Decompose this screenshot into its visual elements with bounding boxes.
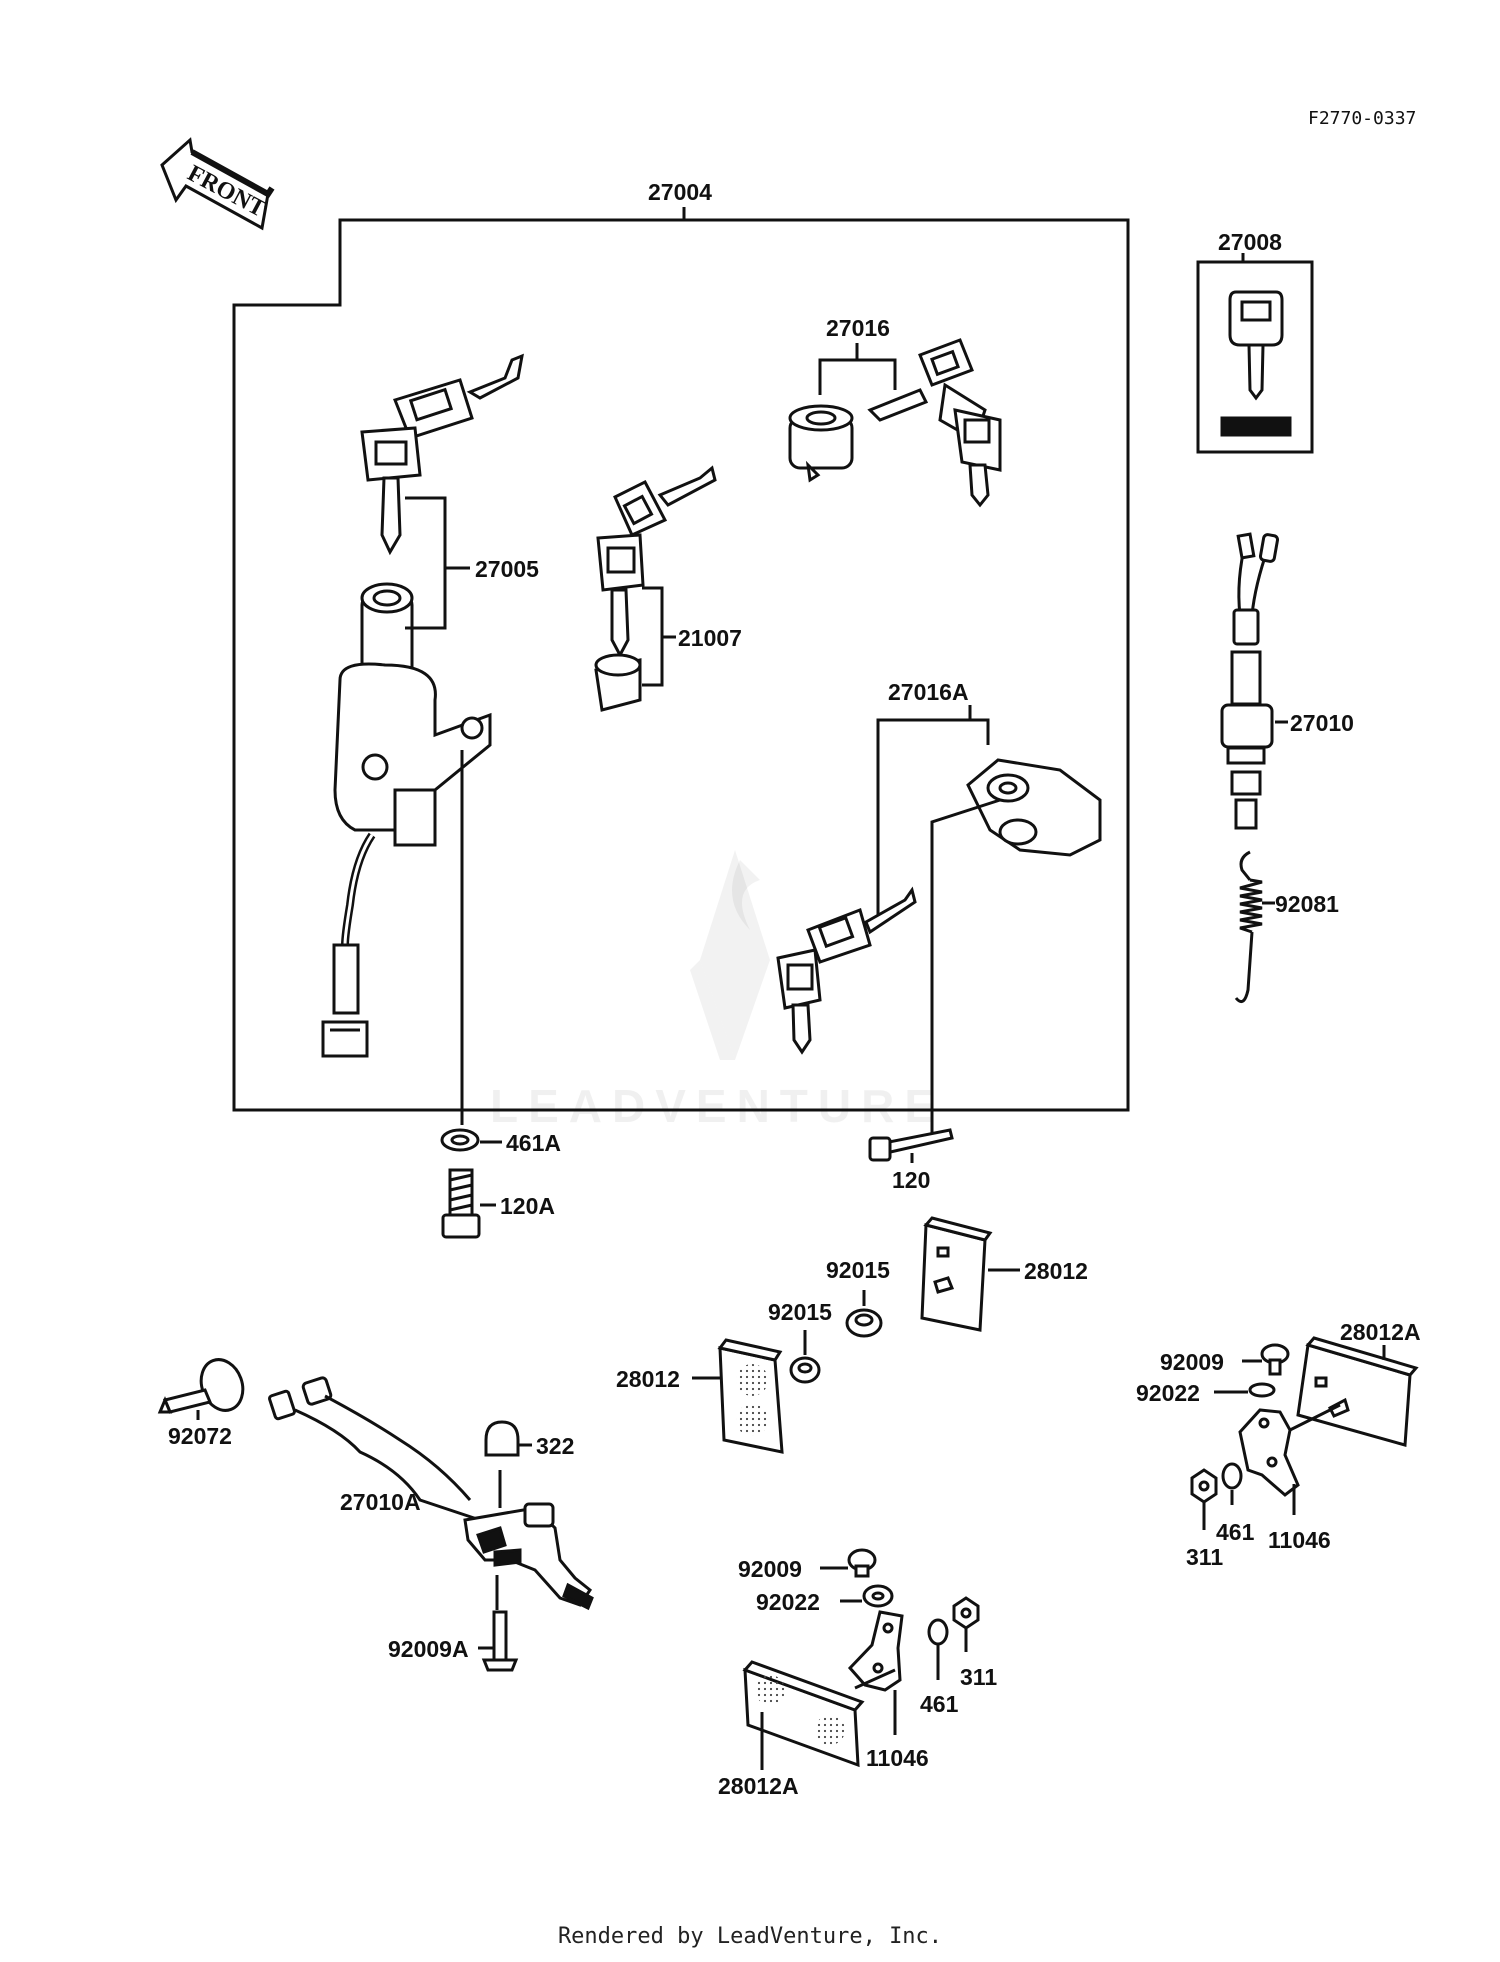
switch-27010-icon bbox=[1220, 532, 1280, 830]
label-311-bottom: 311 bbox=[960, 1664, 997, 1690]
label-27008: 27008 bbox=[1218, 229, 1282, 255]
ignition-switch-icon bbox=[321, 582, 492, 1058]
reflector-28012-lower-icon bbox=[717, 1338, 784, 1454]
bracket-11046-bottom-icon bbox=[847, 1610, 904, 1692]
label-92009-right: 92009 bbox=[1160, 1349, 1224, 1375]
reflector-28012-upper-icon bbox=[920, 1216, 993, 1332]
label-322: 322 bbox=[536, 1433, 574, 1459]
screw-92009A-icon bbox=[481, 1610, 519, 1672]
watermark-logo bbox=[690, 850, 770, 1060]
diagram-code: F2770-0337 bbox=[1308, 108, 1416, 129]
screw-92009-right-icon bbox=[1260, 1343, 1290, 1376]
washer-92022-bottom-icon bbox=[862, 1584, 894, 1608]
front-arrow-icon: FRONT bbox=[160, 137, 275, 231]
label-11046-right: 11046 bbox=[1268, 1527, 1331, 1553]
label-27010: 27010 bbox=[1290, 710, 1354, 736]
label-21007: 21007 bbox=[678, 625, 742, 651]
watermark-text: LEADVENTURE bbox=[490, 1080, 945, 1132]
label-461-right: 461 bbox=[1216, 1519, 1255, 1545]
label-311-right: 311 bbox=[1186, 1544, 1223, 1570]
assembly-27004-boundary bbox=[232, 218, 1130, 1112]
nut-92015-upper-icon bbox=[845, 1308, 883, 1338]
label-92009A: 92009A bbox=[388, 1636, 469, 1662]
label-27010A: 27010A bbox=[340, 1489, 421, 1515]
washer-461-right-icon bbox=[1221, 1462, 1243, 1490]
washer-92022-right-icon bbox=[1248, 1382, 1276, 1398]
label-92009-bottom: 92009 bbox=[738, 1556, 802, 1582]
washer-461-bottom-icon bbox=[927, 1618, 949, 1646]
label-120: 120 bbox=[892, 1167, 930, 1193]
switch-27010A-icon bbox=[268, 1376, 594, 1611]
label-92022-right: 92022 bbox=[1136, 1380, 1200, 1406]
label-92022-bottom: 92022 bbox=[756, 1589, 820, 1615]
lock-27016-icon bbox=[788, 338, 1002, 508]
lock-27016A-icon bbox=[776, 758, 1102, 1055]
cap-322-icon bbox=[484, 1420, 520, 1457]
label-11046-bottom: 11046 bbox=[866, 1745, 929, 1771]
nut-311-bottom-icon bbox=[952, 1596, 980, 1630]
spring-92081-icon bbox=[1234, 850, 1263, 1004]
label-28012A-bottom: 28012A bbox=[718, 1773, 799, 1799]
key-set-21007-icon bbox=[594, 465, 717, 712]
reflector-28012A-bottom-icon bbox=[742, 1660, 865, 1768]
reflector-28012A-right-icon bbox=[1296, 1336, 1419, 1447]
bracket-11046-right-icon bbox=[1238, 1408, 1300, 1497]
nut-92015-lower-icon bbox=[789, 1356, 821, 1384]
screw-120-icon bbox=[868, 1128, 954, 1162]
footer-credit: Rendered by LeadVenture, Inc. bbox=[557, 1924, 943, 1949]
screw-92009-bottom-icon bbox=[847, 1548, 877, 1578]
washer-461A-icon bbox=[440, 1128, 480, 1152]
label-27016: 27016 bbox=[826, 315, 890, 341]
label-28012A-right: 28012A bbox=[1340, 1319, 1421, 1345]
label-28012-lower: 28012 bbox=[616, 1366, 680, 1392]
ignition-key-pair-icon bbox=[360, 353, 524, 556]
label-92081: 92081 bbox=[1275, 891, 1339, 917]
label-92072: 92072 bbox=[168, 1423, 232, 1449]
label-27004: 27004 bbox=[648, 179, 712, 205]
label-28012-upper: 28012 bbox=[1024, 1258, 1088, 1284]
label-92015-upper: 92015 bbox=[826, 1257, 890, 1283]
cable-tie-92072-icon bbox=[157, 1358, 245, 1414]
key-27008-box bbox=[1196, 260, 1314, 454]
blank-key-27008-icon bbox=[1220, 290, 1292, 437]
label-92015-lower: 92015 bbox=[768, 1299, 832, 1325]
label-27016A: 27016A bbox=[888, 679, 969, 705]
label-461-bottom: 461 bbox=[920, 1691, 959, 1717]
bolt-120A-icon bbox=[441, 1168, 481, 1239]
nut-311-right-icon bbox=[1190, 1468, 1218, 1504]
label-27005: 27005 bbox=[475, 556, 539, 582]
label-461A: 461A bbox=[506, 1130, 561, 1156]
label-120A: 120A bbox=[500, 1193, 555, 1219]
